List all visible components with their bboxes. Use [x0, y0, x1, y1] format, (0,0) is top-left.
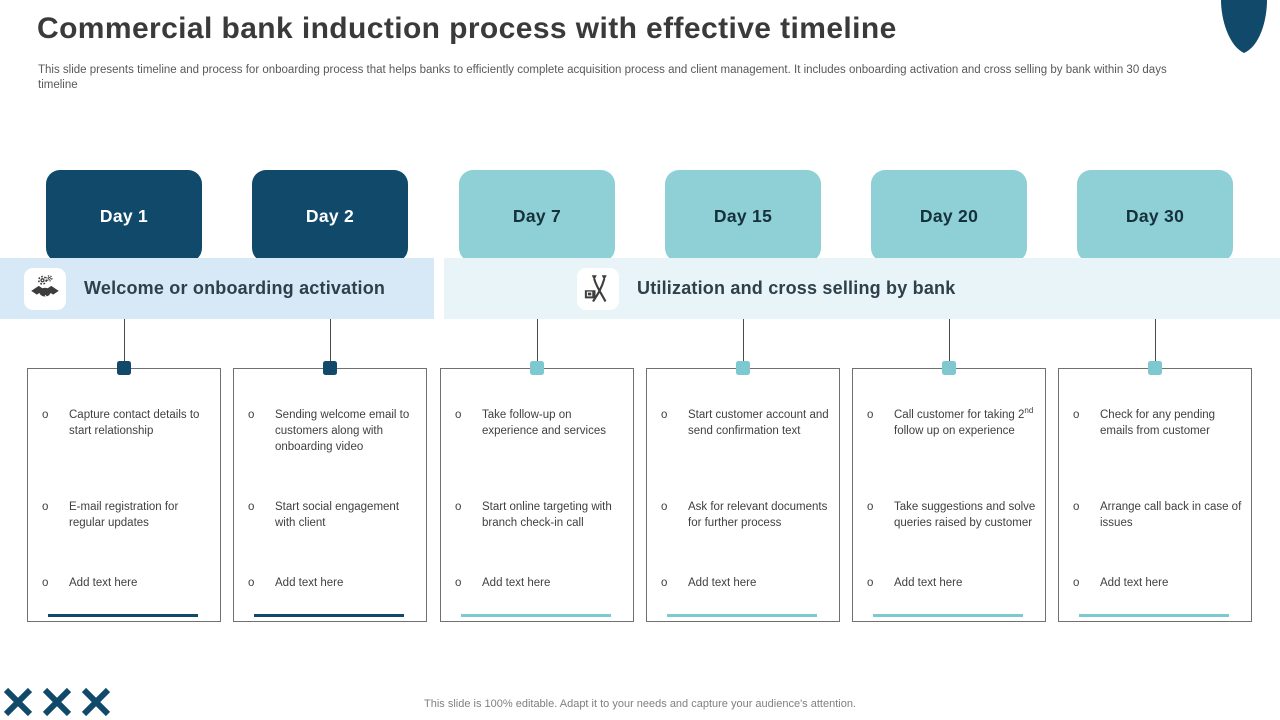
timeline-card: o Sending welcome email to customers alon…: [233, 368, 427, 622]
bullet-item: o Start customer account and send confirm…: [661, 407, 831, 439]
box-shipping-arrows-icon: [577, 267, 619, 310]
bullet-text: Add text here: [275, 577, 344, 589]
bullet-marker: o: [248, 409, 255, 421]
bullet-marker: o: [867, 409, 874, 421]
connector-line: [537, 319, 538, 362]
bullet-text: Start customer account and send confirma…: [688, 409, 829, 437]
timeline-card: o Take follow-up on experience and servic…: [440, 368, 634, 622]
bullet-item: o Arrange call back in case of issues: [1073, 499, 1243, 531]
bullet-text: Add text here: [688, 577, 757, 589]
bullet-text: Take follow-up on experience and service…: [482, 409, 607, 437]
bullet-item: o Add text here: [42, 575, 212, 591]
bullet-text: E-mail registration for regular updates: [69, 501, 179, 529]
bullet-text: Capture contact details to start relatio…: [69, 409, 200, 437]
bullet-text: Add text here: [69, 577, 138, 589]
card-accent-bar: [48, 614, 198, 617]
bullet-text: Add text here: [894, 577, 963, 589]
phase-band-onboarding: Welcome or onboarding activation: [0, 258, 434, 319]
bullet-item: o Ask for relevant documents for further …: [661, 499, 831, 531]
x-icon: [81, 687, 111, 717]
footer-note: This slide is 100% editable. Adapt it to…: [424, 698, 856, 710]
bullet-marker: o: [1073, 501, 1080, 513]
footer-x-marks: [2, 686, 112, 718]
day-tab[interactable]: Day 2: [252, 170, 408, 262]
bullet-marker: o: [867, 501, 874, 513]
bullet-text: Add text here: [482, 577, 551, 589]
bullet-marker: o: [1073, 577, 1080, 589]
bullet-item: o Start online targeting with branch chec…: [455, 499, 625, 531]
connector-marker: [530, 361, 544, 375]
bullet-item: o Capture contact details to start relati…: [42, 407, 212, 439]
day-tab[interactable]: Day 20: [871, 170, 1027, 262]
timeline-card: o Start customer account and send confirm…: [646, 368, 840, 622]
bullet-text: Take suggestions and solve queries raise…: [894, 501, 1036, 529]
day-tab[interactable]: Day 30: [1077, 170, 1233, 262]
connector-marker: [323, 361, 337, 375]
card-accent-bar: [254, 614, 404, 617]
card-accent-bar: [1079, 614, 1229, 617]
bullet-item: o Take follow-up on experience and servic…: [455, 407, 625, 439]
timeline-card: o Capture contact details to start relati…: [27, 368, 221, 622]
card-accent-bar: [667, 614, 817, 617]
bullet-item: o Add text here: [248, 575, 418, 591]
bullet-item: o Start social engagement with client: [248, 499, 418, 531]
bullet-item: o Check for any pending emails from custo…: [1073, 407, 1243, 439]
day-tab[interactable]: Day 1: [46, 170, 202, 262]
bullet-marker: o: [661, 577, 668, 589]
day-tab[interactable]: Day 7: [459, 170, 615, 262]
card-accent-bar: [461, 614, 611, 617]
bullet-item: o Add text here: [661, 575, 831, 591]
bullet-item: o Add text here: [455, 575, 625, 591]
bullet-text: Sending welcome email to customers along…: [275, 409, 410, 453]
bullet-item: o Take suggestions and solve queries rais…: [867, 499, 1037, 531]
connector-marker: [942, 361, 956, 375]
bullet-item: o Call customer for taking 2nd follow up …: [867, 407, 1037, 439]
bullet-marker: o: [42, 409, 49, 421]
phase-label-onboarding: Welcome or onboarding activation: [84, 278, 386, 298]
handshake-gears-icon: [24, 267, 66, 310]
connector-line: [124, 319, 125, 362]
timeline-card: o Check for any pending emails from custo…: [1058, 368, 1252, 622]
day-tab[interactable]: Day 15: [665, 170, 821, 262]
x-icon: [42, 687, 72, 717]
bullet-text: Check for any pending emails from custom…: [1100, 409, 1216, 437]
corner-blob-shape: [1221, 0, 1267, 53]
bullet-marker: o: [661, 501, 668, 513]
bullet-text: Start online targeting with branch check…: [482, 501, 612, 529]
slide-subtitle: This slide presents timeline and process…: [38, 64, 1167, 91]
connector-marker: [117, 361, 131, 375]
bullet-marker: o: [248, 501, 255, 513]
bullet-marker: o: [455, 577, 462, 589]
connector-line: [743, 319, 744, 362]
phase-band-utilization: Utilization and cross selling by bank: [444, 258, 1280, 319]
card-accent-bar: [873, 614, 1023, 617]
bullet-marker: o: [42, 577, 49, 589]
bullet-item: o Sending welcome email to customers alon…: [248, 407, 418, 455]
bullet-marker: o: [1073, 409, 1080, 421]
connector-marker: [736, 361, 750, 375]
bullet-text: Call customer for taking 2nd follow up o…: [894, 406, 1034, 437]
page-title: Commercial bank induction process with e…: [37, 12, 897, 45]
bullet-marker: o: [455, 501, 462, 513]
x-icon: [3, 687, 33, 717]
bullet-text: Arrange call back in case of issues: [1100, 501, 1242, 529]
bullet-item: o Add text here: [1073, 575, 1243, 591]
bullet-marker: o: [867, 577, 874, 589]
bullet-text: Ask for relevant documents for further p…: [688, 501, 828, 529]
bullet-marker: o: [42, 501, 49, 513]
bullet-item: o Add text here: [867, 575, 1037, 591]
connector-line: [1155, 319, 1156, 362]
bullet-marker: o: [661, 409, 668, 421]
connector-line: [330, 319, 331, 362]
connector-line: [949, 319, 950, 362]
phase-label-utilization: Utilization and cross selling by bank: [637, 278, 956, 298]
bullet-marker: o: [248, 577, 255, 589]
bullet-marker: o: [455, 409, 462, 421]
bullet-text: Start social engagement with client: [275, 501, 400, 529]
bullet-text: Add text here: [1100, 577, 1169, 589]
timeline-card: o Call customer for taking 2nd follow up …: [852, 368, 1046, 622]
connector-marker: [1148, 361, 1162, 375]
bullet-item: o E-mail registration for regular updates: [42, 499, 212, 531]
